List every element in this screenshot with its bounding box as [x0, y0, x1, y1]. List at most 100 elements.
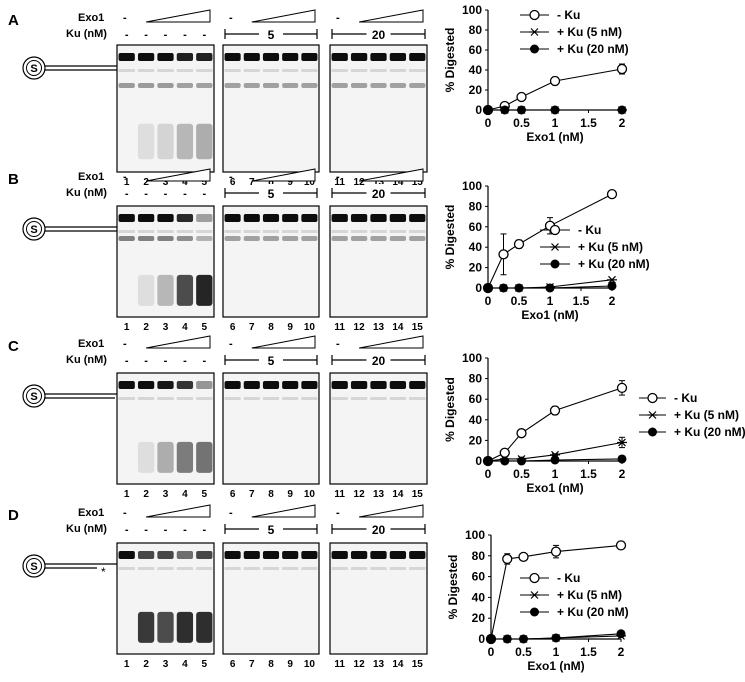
gel-band-faint	[243, 397, 260, 400]
x-axis-label: Exo1 (nM)	[526, 130, 583, 144]
lane-number: 5	[202, 177, 208, 188]
x-tick-label: 2	[618, 645, 625, 659]
legend-marker	[550, 243, 560, 251]
data-point	[483, 283, 493, 293]
y-tick-label: 40	[469, 240, 483, 254]
data-point	[615, 540, 627, 551]
y-tick-label: 0	[475, 281, 482, 295]
ku-bracket-gap	[259, 520, 283, 536]
gel-band	[282, 381, 299, 389]
series-2	[483, 281, 617, 293]
asterisk-stroke	[530, 28, 539, 36]
y-tick-label: 100	[462, 3, 482, 17]
gel-band-faint	[331, 567, 348, 570]
y-tick-label: 20	[469, 433, 483, 447]
gel-band-faint	[118, 69, 135, 72]
gel-band-secondary	[301, 236, 318, 241]
gel-band-faint	[137, 69, 155, 72]
x-tick-label: 0.5	[513, 467, 530, 481]
gel-band	[389, 53, 407, 61]
gel-c-3	[329, 372, 428, 485]
legend: - Ku+ Ku (5 nM)+ Ku (20 nM)	[639, 391, 745, 439]
y-tick-label: 80	[469, 372, 483, 386]
gel-band-faint	[137, 567, 155, 570]
exo1-dash: -	[336, 12, 340, 24]
gel-smear	[176, 441, 194, 473]
gel-band-faint	[224, 230, 241, 233]
x-tick-label: 0	[485, 116, 492, 130]
gel-band-faint	[176, 230, 194, 233]
ku-label: Ku (nM)	[66, 354, 107, 366]
lane-number: 14	[392, 659, 404, 670]
ku-bracket-gap	[366, 520, 391, 536]
gel-band-faint	[389, 567, 407, 570]
gel-band-secondary	[196, 236, 213, 241]
gel-b-3	[329, 205, 428, 318]
ku-concentration-label: 5	[268, 523, 275, 537]
data-point	[606, 189, 618, 200]
exo1-titration-triangle	[359, 504, 424, 518]
gel-band-secondary	[224, 236, 241, 241]
y-axis-label: % Digested	[443, 377, 457, 442]
gel-band	[176, 53, 194, 61]
ku-dash: -	[144, 188, 148, 200]
lane-number: 6	[230, 489, 236, 500]
gel-band-faint	[282, 230, 299, 233]
ku-bracket-gap	[366, 184, 391, 200]
lane-number: 8	[268, 659, 274, 670]
gel-band	[262, 53, 280, 61]
gel-frame	[329, 372, 428, 485]
gel-d-2	[222, 542, 320, 655]
gel-band-secondary	[137, 236, 155, 241]
gel-band-faint	[224, 69, 241, 72]
gel-band	[331, 53, 348, 61]
gel-band-secondary	[224, 83, 241, 88]
gel-band	[331, 381, 348, 389]
gel-band	[350, 53, 368, 61]
lane-number: 6	[230, 322, 236, 333]
lane-number: 9	[287, 177, 293, 188]
gel-d-1	[116, 542, 215, 655]
gel-band-faint	[157, 567, 174, 570]
gel-band-faint	[243, 69, 260, 72]
gel-band-faint	[301, 397, 318, 400]
y-tick-label: 20	[472, 611, 486, 625]
y-tick-label: 100	[465, 528, 485, 542]
gel-a-1	[116, 44, 215, 173]
legend: - Ku+ Ku (5 nM)+ Ku (20 nM)	[520, 571, 629, 619]
exo1-dash: -	[229, 171, 233, 183]
gel-band	[118, 381, 135, 389]
lane-number: 4	[182, 177, 188, 188]
gel-band	[262, 214, 280, 222]
legend-marker	[647, 392, 658, 404]
legend-entry: + Ku (5 nM)	[578, 240, 643, 254]
gel-band-faint	[196, 567, 213, 570]
gel-band-faint	[370, 567, 387, 570]
ku-dash: -	[164, 29, 168, 41]
exo1-dash: -	[336, 338, 340, 350]
gel-band-secondary	[118, 236, 135, 241]
gel-band-faint	[282, 397, 299, 400]
ku-concentration-label: 20	[372, 523, 386, 537]
gel-smear	[176, 274, 194, 306]
gel-band-faint	[118, 567, 135, 570]
ku-dash: -	[144, 355, 148, 367]
y-tick-label: 100	[462, 179, 482, 193]
gel-band	[301, 53, 318, 61]
streptavidin-icon-inner	[26, 388, 42, 404]
streptavidin-label: S	[30, 391, 37, 403]
gel-band-faint	[389, 69, 407, 72]
lane-number: 1	[124, 322, 130, 333]
gel-band-secondary	[389, 83, 407, 88]
gel-band-secondary	[370, 83, 387, 88]
ku-bracket-gap	[259, 25, 283, 41]
ku-label: Ku (nM)	[66, 523, 107, 535]
legend-marker	[529, 572, 540, 584]
gel-band-secondary	[350, 236, 368, 241]
gel-frame	[329, 205, 428, 318]
gel-smear	[137, 274, 155, 306]
ku-label: Ku (nM)	[66, 28, 107, 40]
